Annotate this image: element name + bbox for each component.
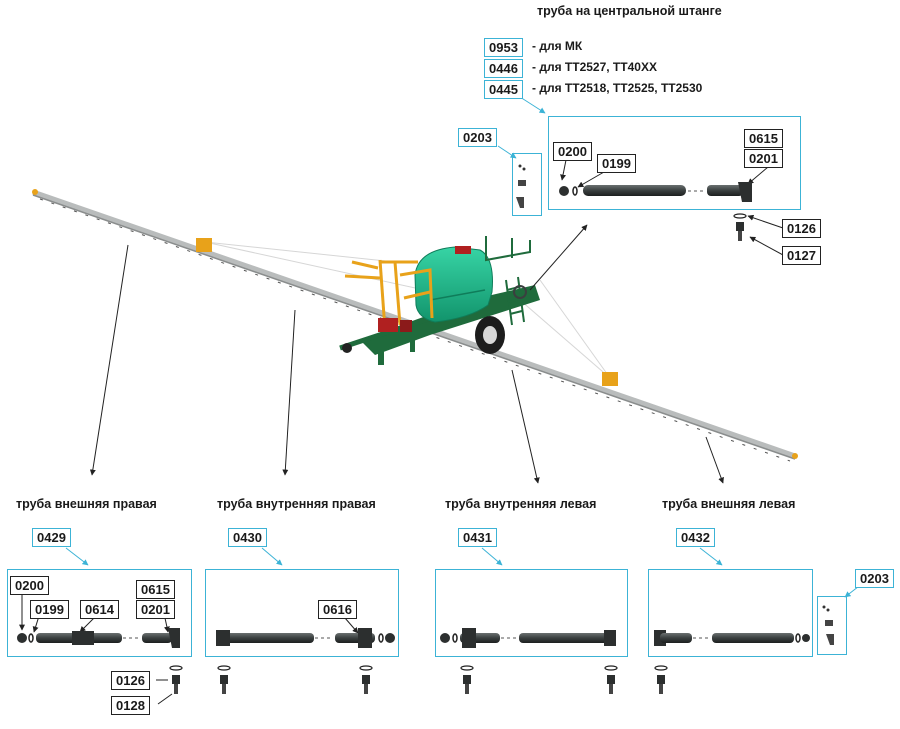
central-part-0200: 0200 bbox=[553, 142, 592, 161]
section-leaders bbox=[65, 547, 864, 598]
top-small-kit bbox=[497, 145, 526, 208]
outer-right-part-0615: 0615 bbox=[136, 580, 175, 599]
central-pipe-panel bbox=[548, 116, 801, 210]
variant-code-mk: 0953 bbox=[484, 38, 523, 57]
central-part-0199: 0199 bbox=[597, 154, 636, 173]
variant-code-tt2518: 0445 bbox=[484, 80, 523, 99]
outer-right-part-0200: 0200 bbox=[10, 576, 49, 595]
outer-right-part-0614: 0614 bbox=[80, 600, 119, 619]
sprayer-machine bbox=[32, 189, 798, 462]
outer-left-panel bbox=[648, 569, 813, 657]
central-part-0127: 0127 bbox=[782, 246, 821, 265]
bottom-kit-code: 0203 bbox=[855, 569, 894, 588]
rails bbox=[485, 236, 531, 262]
ladder bbox=[505, 276, 525, 326]
inner-right-part-0616: 0616 bbox=[318, 600, 357, 619]
inner-left-panel bbox=[435, 569, 628, 657]
central-part-0615: 0615 bbox=[744, 129, 783, 148]
inner-right-panel bbox=[205, 569, 399, 657]
fastener-leaders bbox=[156, 679, 173, 705]
variant-label-tt2527: - для ТТ2527, ТТ40ХХ bbox=[532, 60, 657, 74]
outer-right-part-0128: 0128 bbox=[111, 696, 150, 715]
outer-right-part-0201: 0201 bbox=[136, 600, 175, 619]
top-small-kit-panel bbox=[512, 153, 542, 216]
variant-label-mk: - для МК bbox=[532, 39, 583, 53]
central-pipe-title: труба на центральной штанге bbox=[537, 4, 722, 18]
inner-right-title: труба внутренняя правая bbox=[217, 497, 376, 511]
outer-left-kit-code: 0432 bbox=[676, 528, 715, 547]
inner-left-assembly bbox=[440, 628, 618, 694]
outer-right-title: труба внешняя правая bbox=[16, 497, 157, 511]
inner-right-kit-code: 0430 bbox=[228, 528, 267, 547]
bottom-small-kit-panel bbox=[817, 596, 847, 655]
inner-left-title: труба внутренняя левая bbox=[445, 497, 597, 511]
central-pipe-assembly bbox=[519, 96, 784, 256]
outer-left-assembly bbox=[654, 630, 810, 694]
outer-left-title: труба внешняя левая bbox=[662, 497, 796, 511]
outer-right-part-0126: 0126 bbox=[111, 671, 150, 690]
outer-right-panel bbox=[7, 569, 192, 657]
outer-right-kit-code: 0429 bbox=[32, 528, 71, 547]
pump-unit bbox=[378, 285, 527, 332]
central-part-0201: 0201 bbox=[744, 149, 783, 168]
outer-right-part-0199: 0199 bbox=[30, 600, 69, 619]
inner-left-kit-code: 0431 bbox=[458, 528, 497, 547]
bottom-small-kit bbox=[822, 605, 834, 645]
variant-label-tt2518: - для ТТ2518, ТТ2525, ТТ2530 bbox=[532, 81, 703, 95]
central-part-0126: 0126 bbox=[782, 219, 821, 238]
outer-right-assembly bbox=[17, 595, 183, 694]
top-kit-code: 0203 bbox=[458, 128, 497, 147]
tank bbox=[414, 246, 493, 323]
leader-lines bbox=[89, 224, 724, 484]
variant-code-tt2527: 0446 bbox=[484, 59, 523, 78]
inner-right-assembly bbox=[216, 617, 395, 694]
